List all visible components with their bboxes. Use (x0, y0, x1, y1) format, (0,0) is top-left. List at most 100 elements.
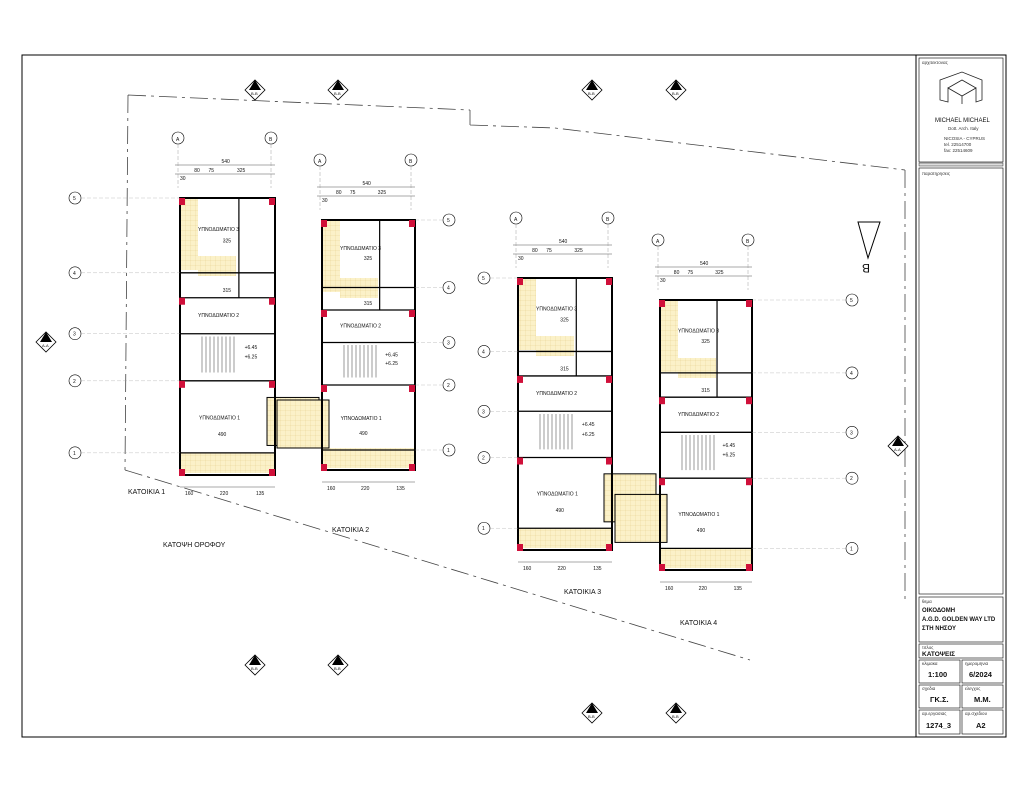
column (409, 220, 415, 227)
tiled-area (180, 198, 198, 270)
svg-text:Β: Β (862, 261, 870, 275)
dimension-label: 490 (359, 431, 368, 437)
column (269, 297, 275, 305)
section-marker-label: Α-Α (894, 447, 901, 452)
column (746, 478, 752, 486)
exterior-wall (321, 219, 416, 471)
section-marker-arrow (586, 703, 598, 713)
dimension-label: 75 (688, 270, 694, 276)
dimension-label: 325 (715, 270, 724, 276)
date-value: 6/2024 (969, 670, 993, 679)
section-marker-icon: Β-Β (665, 702, 687, 724)
unit-label-3: ΚΑΤΟΙΚΙΑ 3 (564, 589, 601, 596)
exterior-wall (659, 299, 753, 571)
sheet-border (21, 54, 1007, 738)
staircase (681, 435, 715, 471)
job-value: 1274_3 (926, 721, 951, 730)
section-marker-arrow (670, 703, 682, 713)
section-marker-icon: Α-Α (887, 435, 909, 457)
column (409, 385, 415, 392)
subject-label: θεμα (922, 599, 932, 604)
dimension-label: 220 (361, 486, 370, 492)
grid-label: 3 (447, 341, 450, 347)
grid-label: A (514, 217, 518, 223)
section-marker-label: Β-Β (672, 91, 679, 96)
room-label-bedroom-2: ΥΠΝΟΔΩΜΑΤΙΟ 2 (198, 313, 239, 319)
grid-label: B (409, 159, 413, 165)
dimension-label: 325 (223, 238, 232, 244)
column (517, 278, 523, 285)
scale-label: κλιμακα (922, 661, 938, 666)
dimension-label: 220 (699, 586, 708, 592)
unit-label-2: ΚΑΤΟΙΚΙΑ 2 (332, 527, 369, 534)
grid-label: 2 (73, 379, 76, 385)
level-mark: +6.45 (582, 422, 595, 428)
checked-value: Μ.Μ. (974, 695, 991, 704)
section-marker-arrow (332, 655, 344, 665)
grid-label: 1 (482, 526, 485, 532)
column (606, 544, 612, 551)
room-label-bedroom-3: ΥΠΝΟΔΩΜΑΤΙΟ 3 (536, 307, 577, 313)
architect-fax: fax: 22514609 (944, 148, 973, 153)
section-marker-arrow (892, 436, 904, 446)
level-mark: +6.45 (723, 443, 736, 449)
architect-degree: Dott. Arch. Italy (948, 126, 979, 131)
column (269, 380, 275, 388)
staircase (343, 345, 377, 378)
grid-label: 5 (447, 218, 450, 224)
level-mark: +6.45 (245, 345, 258, 351)
room-label-bedroom-1: ΥΠΝΟΔΩΜΑΤΙΟ 1 (537, 492, 578, 498)
column (409, 464, 415, 471)
section-marker-label: Β-Β (251, 666, 258, 671)
dimension-label: 325 (574, 248, 583, 254)
date-label: ημερομηνια (965, 661, 989, 666)
grid-label: A (656, 239, 660, 245)
room-label-bedroom-3: ΥΠΝΟΔΩΜΑΤΙΟ 3 (340, 246, 381, 252)
column (606, 375, 612, 383)
section-marker-icon: Α-Α (35, 331, 57, 353)
column (269, 198, 275, 205)
section-marker-label: Β-Β (334, 91, 341, 96)
section-marker-arrow (586, 80, 598, 90)
sheet-label: αρ.σχεδιου (965, 711, 988, 716)
title-label: τιτλος (922, 645, 934, 650)
room-label-bedroom-1: ΥΠΝΟΔΩΜΑΤΙΟ 1 (199, 416, 240, 422)
exterior-wall (179, 197, 276, 476)
column (409, 310, 415, 317)
dimension-label: 160 (665, 586, 674, 592)
level-mark: +6.25 (582, 432, 595, 438)
section-marker-icon: Β-Β (581, 702, 603, 724)
dimension-label: 325 (560, 318, 569, 324)
grid-label: 5 (850, 298, 853, 304)
column (746, 397, 752, 405)
dimension-label: 490 (218, 432, 227, 438)
column (269, 469, 275, 476)
exterior-wall (517, 277, 613, 551)
grid-label: 4 (447, 286, 450, 292)
section-marker-label: Β-Β (588, 91, 595, 96)
dimension-label: 135 (396, 486, 405, 492)
balcony-tiles (180, 453, 275, 473)
dimension-label: 80 (194, 168, 200, 174)
grid-label: 5 (73, 196, 76, 202)
section-marker-label: Β-Β (251, 91, 258, 96)
sheet-value: A2 (976, 721, 986, 730)
column (179, 469, 185, 476)
dimension-label: 135 (256, 491, 265, 497)
dimension-label: 135 (734, 586, 743, 592)
subject-line-3: ΣΤΗ ΝΗΣΟΥ (922, 626, 956, 632)
dimension-label: 540 (700, 261, 709, 267)
tiled-area (322, 220, 340, 292)
dimension-label: 135 (593, 566, 602, 572)
grid-label: 3 (850, 430, 853, 436)
grid-label: 1 (73, 451, 76, 457)
column (179, 198, 185, 205)
column (659, 478, 665, 486)
dimension-label: 220 (220, 491, 229, 497)
column (606, 278, 612, 285)
column (321, 310, 327, 317)
